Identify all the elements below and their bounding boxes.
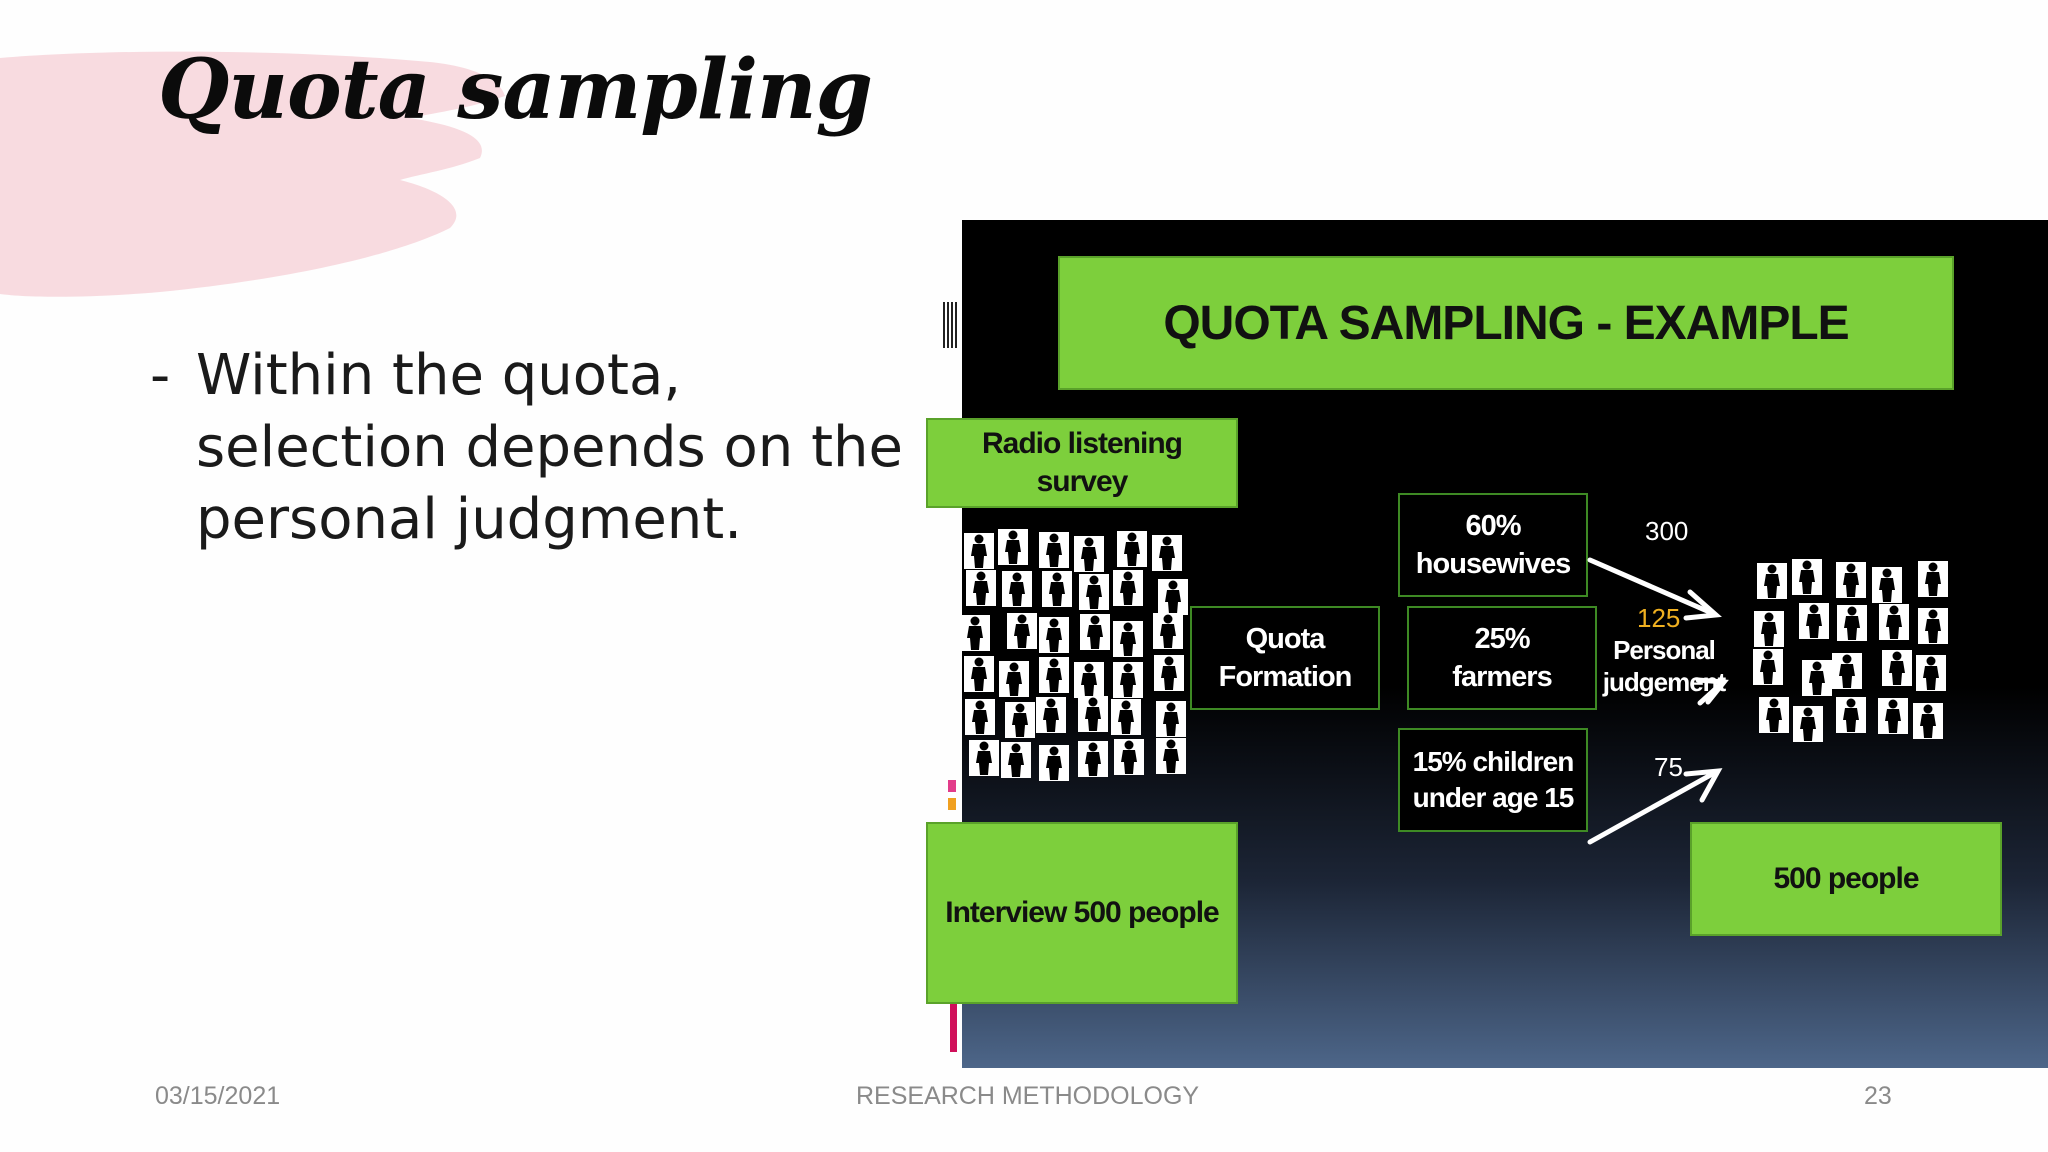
person-icon [1041,570,1072,607]
person-icon [1756,562,1787,599]
arrow-line-bottom [1587,769,1719,845]
person-icon [1882,650,1913,687]
person-icon [1111,699,1142,736]
person-icon [1151,534,1182,571]
person-icon [1158,578,1189,615]
count-housewives: 300 [1645,516,1689,546]
person-icon [1759,697,1790,734]
person-icon [1836,604,1867,641]
page-number: 23 [1864,1082,1892,1110]
person-icon [1006,612,1037,649]
person-icon [1832,653,1863,690]
person-icon [1155,701,1186,738]
result-box: 500 people [1690,822,2002,936]
person-icon [1001,741,1032,778]
slide-title: Quota sampling [158,42,873,138]
quota-box-farmers: 25% farmers [1407,606,1597,710]
arrowhead-top [1683,589,1722,621]
footer-course: RESEARCH METHODOLOGY [856,1082,1200,1110]
person-icon [1802,659,1833,696]
person-icon [1753,648,1784,685]
quota-box-housewives: 60% housewives [1398,493,1588,597]
magenta-strip [950,1000,957,1052]
person-icon [965,569,996,606]
person-icon [1116,531,1147,568]
person-icon [1079,613,1110,650]
person-icon [1112,569,1143,606]
person-icon [1001,571,1032,608]
interview-label: Interview 500 people [945,896,1219,929]
person-icon [1918,560,1949,597]
count-farmers: 125 [1637,603,1681,633]
barcode-strip [943,302,959,348]
person-icon [1077,741,1108,778]
population-crowd [960,529,1194,796]
flow-arrows [1587,557,1729,845]
person-icon [1754,611,1785,648]
quota-example-image: QUOTA SAMPLING - EXAMPLE Radio listening… [926,220,2048,1068]
person-icon [1073,662,1104,699]
person-icon [1073,535,1104,572]
survey-box: Radio listening survey [926,418,1238,508]
person-icon [1793,705,1824,742]
sample-crowd [1753,558,1965,762]
person-icon [963,532,994,569]
example-heading-box: QUOTA SAMPLING - EXAMPLE [1058,256,1954,390]
person-icon [965,699,996,736]
person-icon [1877,697,1908,734]
example-heading: QUOTA SAMPLING - EXAMPLE [1163,296,1849,350]
person-icon [1153,613,1184,650]
arrowhead-middle [1695,677,1729,705]
quota-formation-label: Quota Formation [1218,623,1353,693]
quota-box-children: 15% children under age 15 [1398,728,1588,832]
person-icon [1038,656,1069,693]
person-icon [1153,655,1184,692]
person-icon [1912,703,1943,740]
quota-formation-box: Quota Formation [1190,606,1380,710]
interview-box: Interview 500 people [926,822,1238,1004]
person-icon [1113,739,1144,776]
person-icon [1078,573,1109,610]
quota-label: 15% children under age 15 [1412,746,1575,813]
person-icon [1036,697,1067,734]
person-icon [1112,620,1143,657]
pink-brush-decoration [0,51,505,297]
quota-label: 25% farmers [1452,623,1552,693]
personal-judgement-label: Personal judgement [1602,635,1726,697]
person-icon [964,656,995,693]
person-icon [1792,558,1823,595]
person-icon [1039,745,1070,782]
bullet-text: Within the quota, selection depends on t… [196,343,903,552]
person-icon [1836,562,1867,599]
person-icon [1039,532,1070,569]
person-icon [1039,616,1070,653]
person-icon [1113,661,1144,698]
person-icon [1879,603,1910,640]
person-icon [1004,701,1035,738]
arrow-line-top [1587,557,1717,617]
arrowhead-bottom [1683,768,1723,803]
person-icon [1917,607,1948,644]
person-icon [998,660,1029,697]
footer-date: 03/15/2021 [155,1082,281,1110]
person-icon [1871,566,1902,603]
person-icon [1798,602,1829,639]
result-label: 500 people [1773,862,1919,895]
person-icon [1916,654,1947,691]
person-icon [998,529,1029,566]
bullet-dash: - [150,343,171,408]
color-strip [948,780,956,810]
person-icon [968,740,999,777]
person-icon [960,615,991,652]
count-children: 75 [1654,752,1683,782]
survey-label: Radio listening survey [981,427,1183,498]
person-icon [1156,738,1187,775]
quota-label: 60% housewives [1415,510,1571,580]
person-icon [1077,695,1108,732]
bullet-point: - Within the quota, selection depends on… [150,340,910,556]
person-icon [1836,696,1867,733]
